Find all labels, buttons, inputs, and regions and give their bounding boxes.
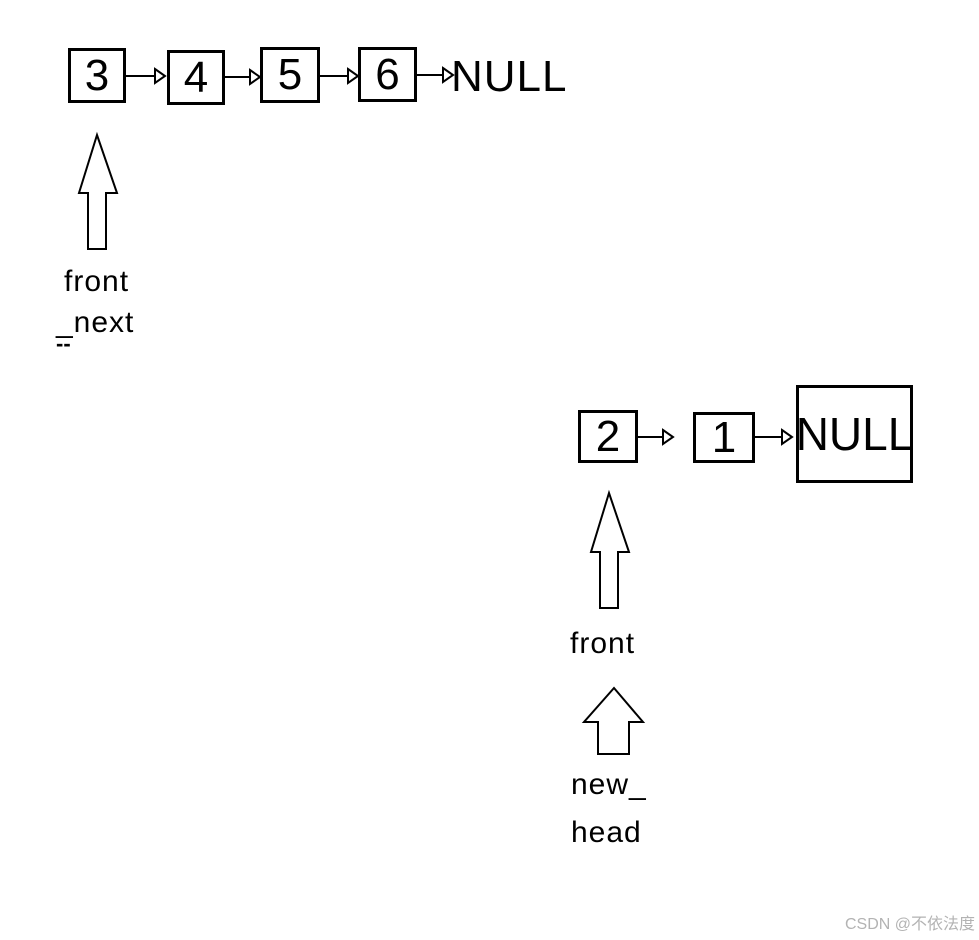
up-arrow-icon bbox=[589, 489, 631, 609]
front-next-pointer-label-line1: front bbox=[64, 265, 130, 298]
null-terminator-text: NULL bbox=[795, 408, 914, 460]
next-pointer-arrow-icon bbox=[319, 67, 360, 85]
next-pointer-arrow-icon bbox=[125, 67, 167, 85]
next-pointer-arrow-icon bbox=[224, 68, 262, 86]
node-box-1: 1 bbox=[693, 412, 755, 463]
next-pointer-arrow-icon bbox=[754, 428, 794, 446]
front-pointer-label: front bbox=[570, 627, 636, 660]
node-value: 3 bbox=[84, 50, 110, 100]
underscore-mark: -- bbox=[56, 331, 71, 356]
node-box-4: 4 bbox=[167, 50, 225, 105]
null-terminator-box: NULL bbox=[796, 385, 913, 483]
node-value: 1 bbox=[711, 412, 737, 462]
new-head-pointer-label-line2: head bbox=[571, 816, 642, 849]
next-pointer-arrow-icon bbox=[416, 66, 455, 84]
null-terminator-text: NULL bbox=[451, 52, 568, 101]
next-pointer-arrow-icon bbox=[637, 428, 675, 446]
node-box-2: 2 bbox=[578, 410, 638, 463]
node-box-3: 3 bbox=[68, 48, 126, 103]
node-value: 4 bbox=[183, 52, 209, 102]
node-box-6: 6 bbox=[358, 47, 417, 102]
node-value: 6 bbox=[375, 49, 400, 99]
up-arrow-icon bbox=[77, 131, 119, 250]
new-head-pointer-label-line1: new_ bbox=[571, 768, 647, 801]
node-box-5: 5 bbox=[260, 47, 320, 103]
up-arrow-icon bbox=[581, 686, 646, 755]
csdn-watermark: CSDN @不依法度 bbox=[844, 916, 975, 933]
node-value: 5 bbox=[277, 50, 303, 99]
node-value: 2 bbox=[595, 411, 621, 461]
front-next-pointer-label-line2: _next bbox=[56, 306, 135, 339]
